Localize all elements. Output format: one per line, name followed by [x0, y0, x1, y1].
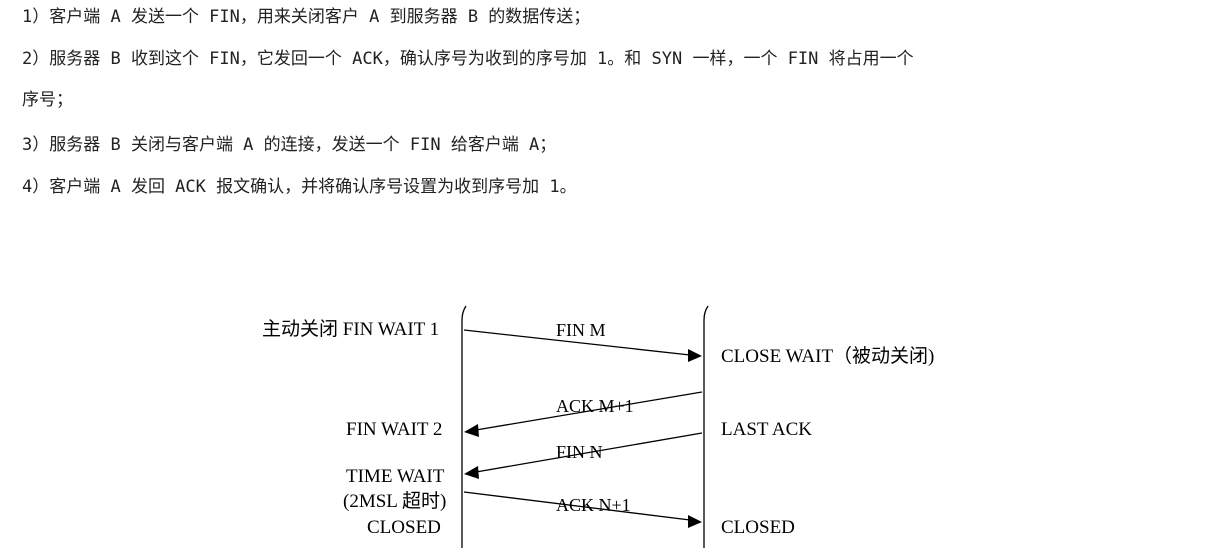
ack-m1-arrow	[475, 391, 703, 431]
message-fin-n: FIN N	[556, 442, 603, 462]
state-last-ack: LAST ACK	[721, 419, 812, 440]
ack-n1-arrowhead	[688, 515, 702, 528]
state-time-wait-note: (2MSL 超时)	[343, 491, 447, 512]
text-line-3: 序号；	[22, 90, 73, 110]
fin-n-arrow	[475, 432, 703, 473]
state-fin-wait-1: 主动关闭 FIN WAIT 1	[262, 319, 440, 340]
text-line-2: 2）服务器 B 收到这个 FIN，它发回一个 ACK，确认序号为收到的序号加 1…	[22, 49, 914, 69]
text-line-5: 4）客户端 A 发回 ACK 报文确认，并将确认序号设置为收到序号加 1。	[22, 177, 577, 197]
ack-m1-arrowhead	[464, 424, 479, 437]
state-fin-wait-2: FIN WAIT 2	[346, 419, 443, 440]
text-line-4: 3）服务器 B 关闭与客户端 A 的连接，发送一个 FIN 给客户端 A；	[22, 135, 557, 155]
message-ack-m1: ACK M+1	[556, 396, 634, 416]
text-line-1: 1）客户端 A 发送一个 FIN，用来关闭客户 A 到服务器 B 的数据传送；	[22, 7, 591, 27]
fin-n-arrowhead	[464, 466, 479, 479]
message-ack-n1: ACK N+1	[556, 495, 631, 515]
fin-m-arrow	[463, 329, 691, 356]
ack-n1-arrow	[463, 491, 691, 521]
state-client-closed: CLOSED	[367, 517, 441, 538]
message-fin-m: FIN M	[556, 320, 606, 340]
state-time-wait: TIME WAIT	[346, 466, 445, 487]
fin-m-arrowhead	[688, 349, 702, 362]
state-close-wait: CLOSE WAIT（被动关闭)	[721, 346, 935, 367]
client-timeline	[461, 305, 467, 548]
state-server-closed: CLOSED	[721, 517, 795, 538]
server-timeline	[703, 305, 709, 548]
